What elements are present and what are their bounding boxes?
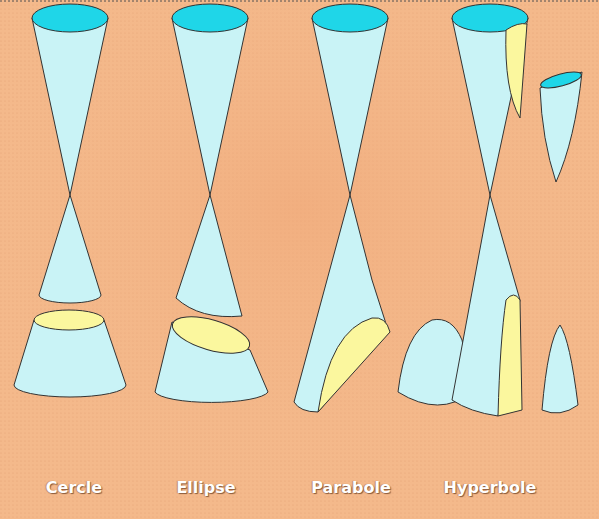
conic-name: Cercle: [46, 478, 102, 497]
conic-name: Ellipse: [176, 478, 235, 497]
conic-name: Parabole: [311, 478, 391, 497]
conic-name: Hyperbole: [444, 478, 537, 497]
